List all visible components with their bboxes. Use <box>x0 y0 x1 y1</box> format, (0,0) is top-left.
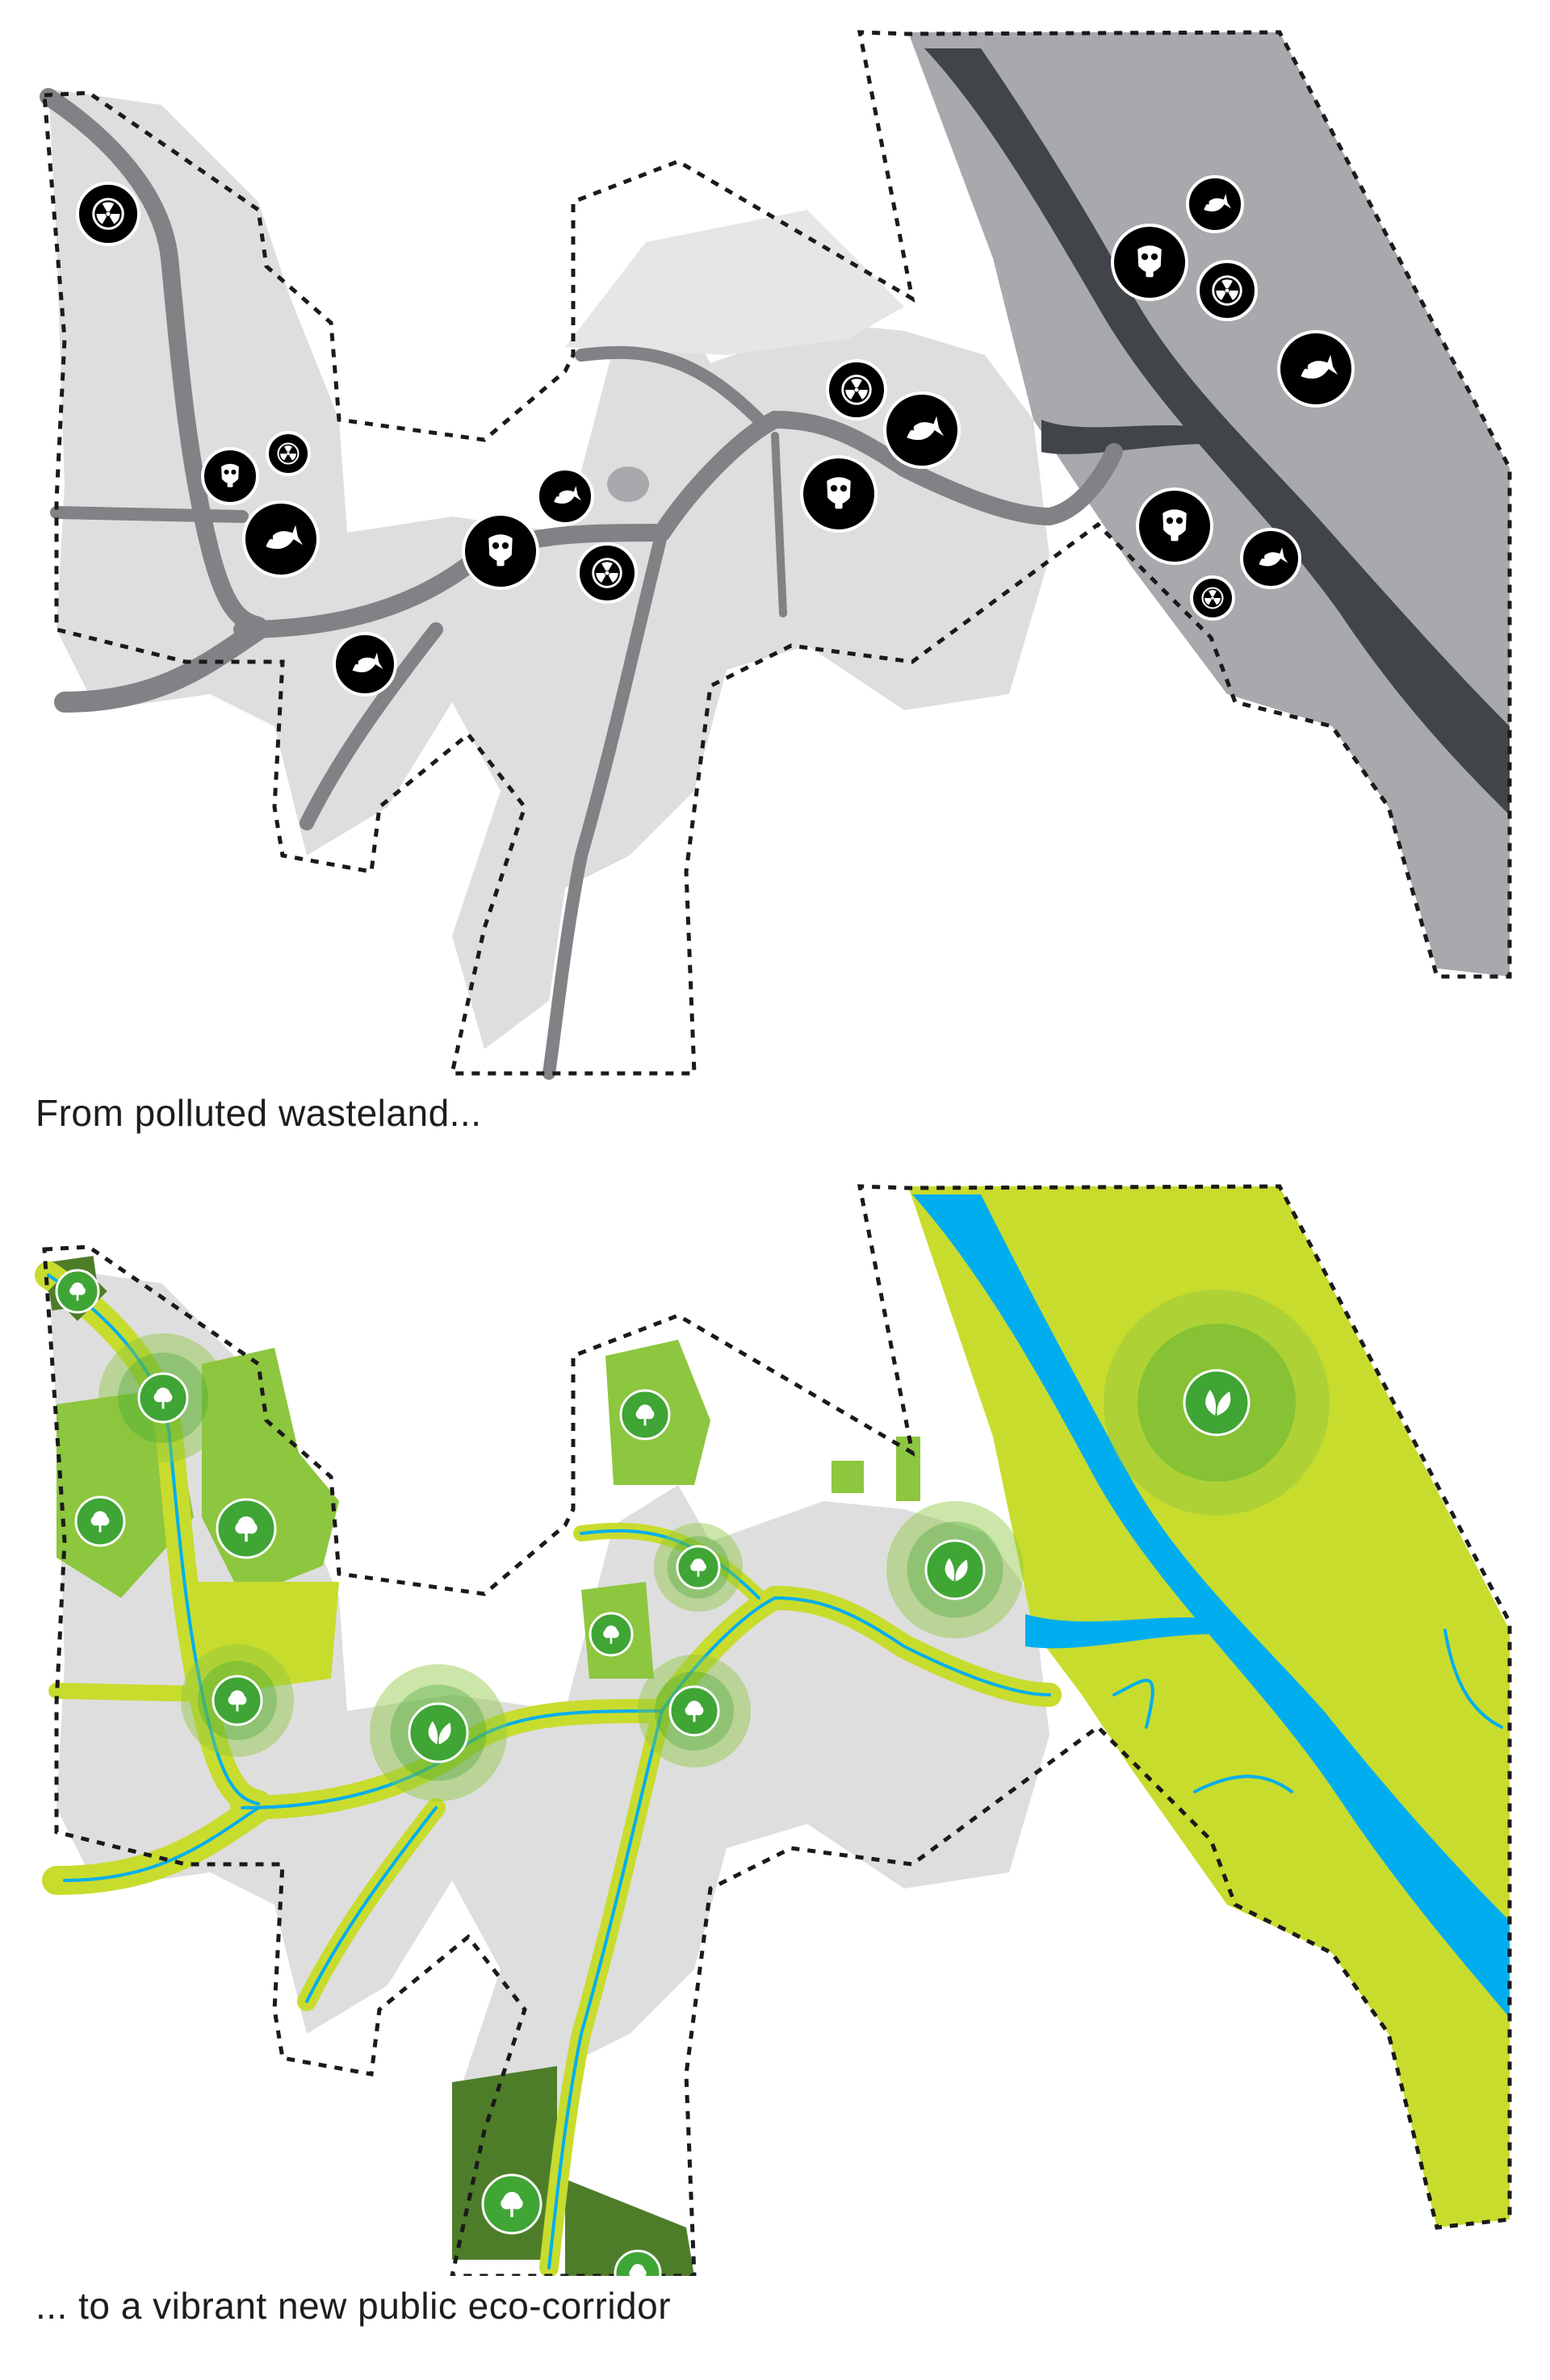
urban-fabric-2 <box>565 210 904 355</box>
dead-fish-icon <box>333 632 397 696</box>
dead-fish-icon <box>536 467 594 525</box>
river-bank <box>908 32 1510 977</box>
gas-mask-icon <box>1111 224 1188 301</box>
dead-fish-icon <box>1240 528 1301 589</box>
pollution-markers <box>76 175 1355 696</box>
eco-markers <box>48 1261 1330 2276</box>
radiation-icon <box>76 182 140 246</box>
gas-mask-icon <box>462 512 539 590</box>
canal-network <box>40 88 1123 1080</box>
tree-icon <box>98 1333 228 1462</box>
tree-icon <box>181 1644 294 1757</box>
river-branch <box>1041 420 1211 454</box>
riverside-park <box>908 1186 1510 2227</box>
river-dark <box>924 48 1510 815</box>
tree-icon <box>654 1523 743 1612</box>
caption-eco-corridor: ... to a vibrant new public eco-corridor <box>36 2285 672 2327</box>
study-area-boundary <box>42 30 1512 1076</box>
dead-fish-icon <box>1186 175 1244 233</box>
radiation-icon <box>266 431 311 476</box>
polluted-map <box>0 0 1550 1081</box>
tree-icon <box>619 1389 671 1441</box>
dead-fish-icon <box>883 391 961 469</box>
radiation-icon <box>826 359 887 420</box>
caption-polluted: From polluted wasteland... <box>36 1092 482 1134</box>
study-area-boundary <box>42 1184 1512 2276</box>
eco-corridor-map-svg <box>35 1184 1512 2276</box>
river-blue-branch <box>1025 1614 1211 1649</box>
tree-icon <box>74 1495 126 1547</box>
tree-icon <box>481 2173 542 2235</box>
eco-corridor-map <box>0 1178 1550 2276</box>
radiation-icon <box>1196 260 1258 321</box>
leaf-icon <box>886 1501 1024 1638</box>
tree-icon <box>48 1261 107 1321</box>
river-blue <box>912 1194 1510 2018</box>
leaf-icon <box>370 1664 507 1801</box>
water-channels <box>47 1274 1503 2269</box>
radiation-icon <box>1190 575 1235 621</box>
dead-fish-icon <box>1277 330 1355 408</box>
gas-mask-icon <box>800 455 878 533</box>
gas-mask-icon <box>201 447 259 505</box>
gas-mask-icon <box>1136 487 1213 565</box>
urban-fabric <box>48 89 1049 1049</box>
tree-icon <box>638 1654 751 1767</box>
polluted-map-svg <box>40 30 1512 1080</box>
tree-icon <box>216 1498 277 1559</box>
dead-fish-icon <box>242 500 320 578</box>
radiation-icon <box>576 542 638 604</box>
tree-icon <box>614 2249 662 2276</box>
tree-icon <box>589 1612 634 1657</box>
pond <box>607 466 649 502</box>
leaf-icon <box>1104 1290 1330 1516</box>
